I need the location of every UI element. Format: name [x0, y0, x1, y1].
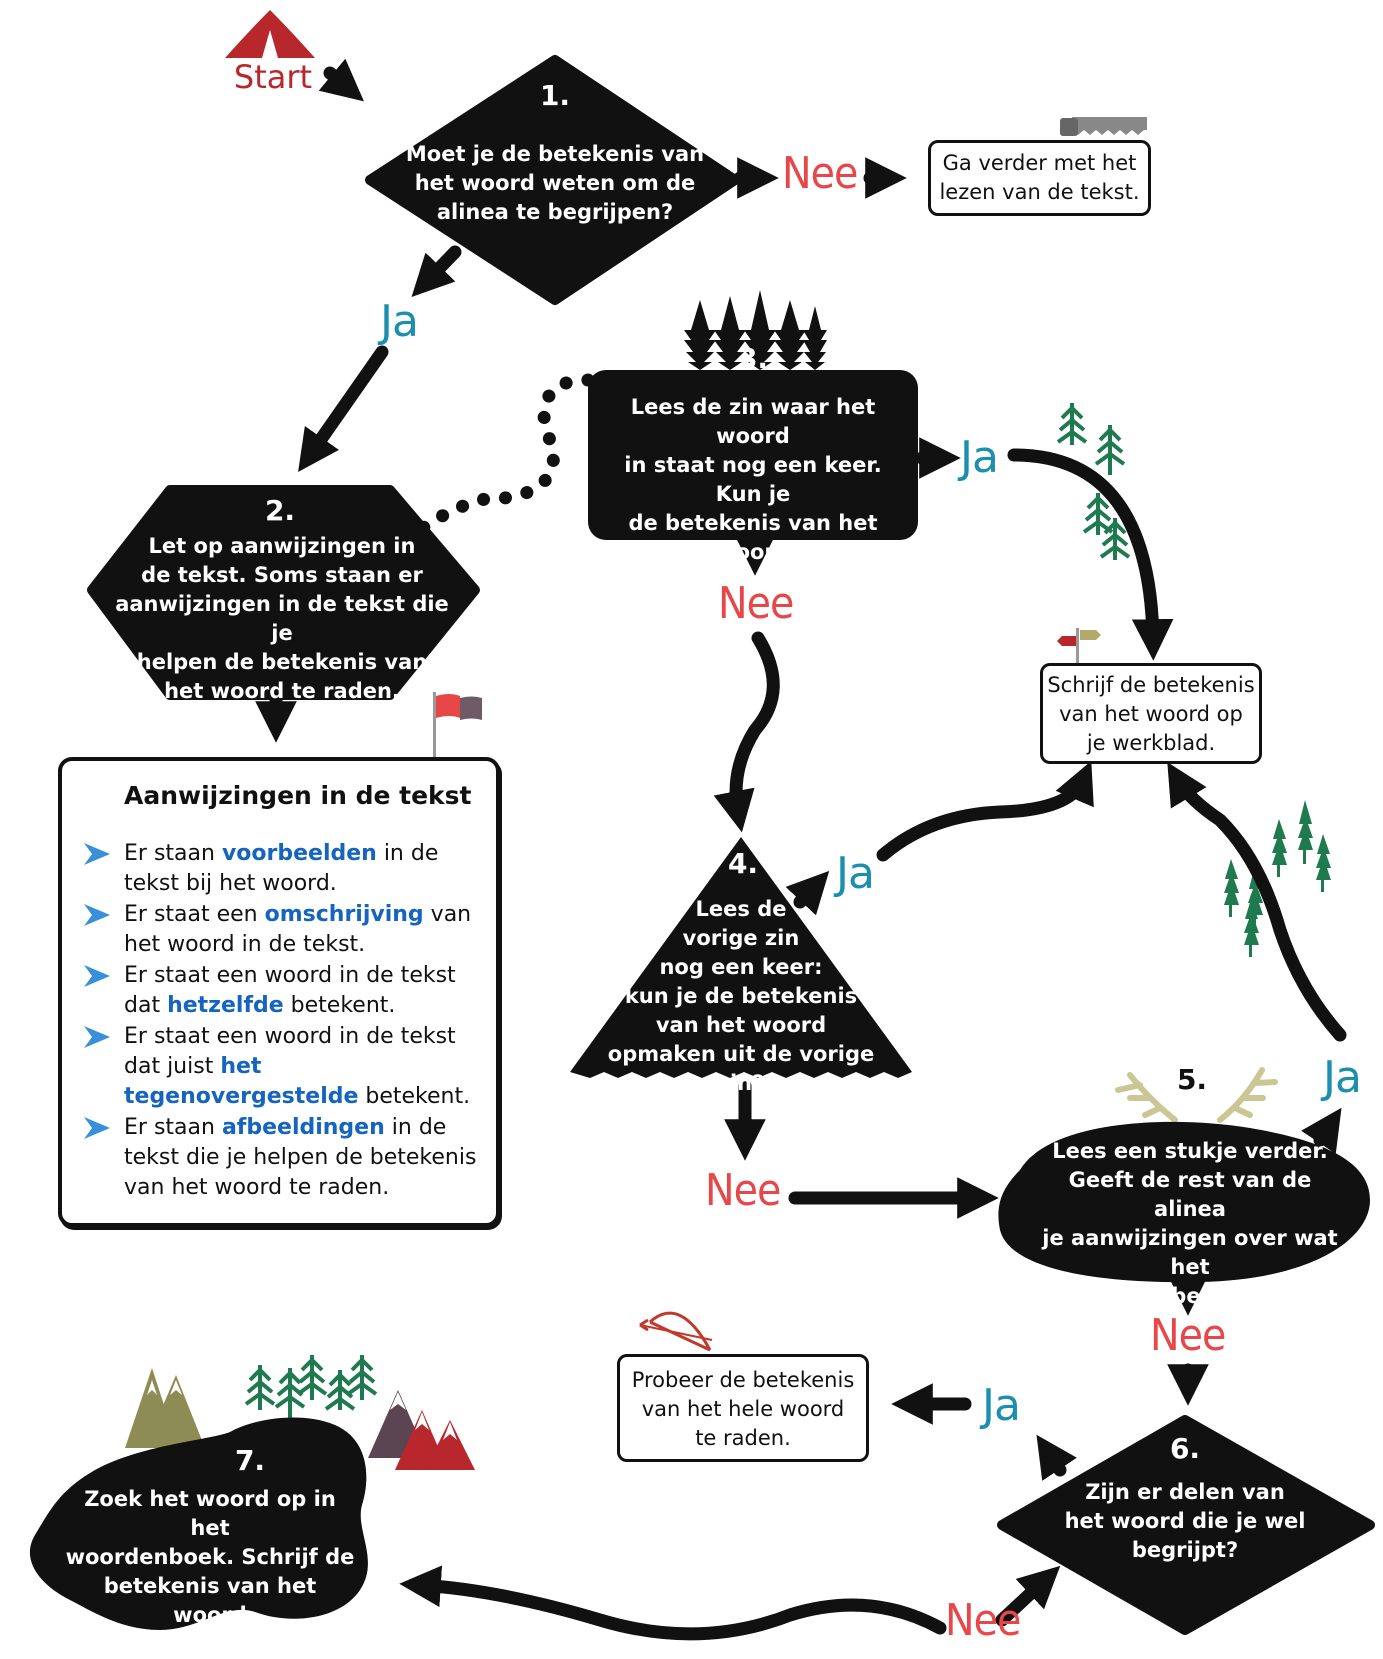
chevron-right-icon: [84, 965, 110, 987]
arrow-nee-4: [713, 631, 780, 833]
arrow-ja-write: [1007, 448, 1174, 661]
label-nee-3: Nee: [718, 578, 794, 629]
mountains-icon: [125, 1368, 475, 1470]
hint-item: Er staat een omschrijving van het woord …: [82, 900, 492, 960]
arrow-ja-2: [298, 345, 389, 473]
label-ja-5: Ja: [1323, 1052, 1362, 1103]
chevron-right-icon: [84, 1026, 110, 1048]
label-ja-3: Ja: [960, 432, 999, 483]
arrow-6-nee: [995, 1565, 1061, 1627]
tent-icon: [225, 10, 315, 58]
start-label: Start: [233, 58, 313, 96]
hint-keyword: omschrijving: [264, 902, 424, 927]
antlers-icon: [1115, 1067, 1278, 1123]
trees-icon: [244, 1355, 378, 1420]
hints-title: Aanwijzingen in de tekst: [124, 781, 472, 810]
step-2-number: 2.: [264, 494, 296, 527]
chevron-right-icon: [84, 1117, 110, 1139]
step-6-diamond: [997, 1415, 1375, 1635]
step-5-ellipse: [998, 1121, 1370, 1283]
arrow-1-ja: [411, 245, 462, 297]
hint-item: Er staat een woord in de tekst dat juist…: [82, 1022, 492, 1112]
label-nee-5: Nee: [1150, 1310, 1226, 1361]
hint-keyword: het tegenovergestelde: [124, 1054, 359, 1109]
step-5-number: 5.: [1176, 1063, 1208, 1096]
label-ja-1: Ja: [380, 296, 419, 347]
hints-panel: Aanwijzingen in de tekst Er staan voorbe…: [58, 757, 500, 1227]
step-3-box: [588, 370, 918, 540]
bow-arrow-icon: [639, 1311, 713, 1352]
hint-keyword: afbeeldingen: [221, 1115, 385, 1140]
trees-icon: [1056, 403, 1131, 560]
chevron-right-icon: [84, 843, 110, 865]
flags-icon: [433, 692, 482, 757]
step-3-number: 3.: [737, 342, 769, 375]
label-nee-6: Nee: [945, 1595, 1021, 1646]
arrow-ja-write-3: [1167, 762, 1347, 1042]
hint-item: Er staan afbeeldingen in de tekst die je…: [82, 1113, 492, 1203]
hints-list: Er staan voorbeelden in de tekst bij het…: [82, 839, 492, 1204]
step-5-text: Lees een stukje verder.Geeft de rest van…: [1042, 1139, 1338, 1308]
hint-keyword: voorbeelden: [221, 841, 377, 866]
step-7-number: 7.: [234, 1444, 266, 1477]
step-1-number: 1.: [539, 79, 571, 112]
step-1-diamond: [365, 55, 740, 305]
label-ja-4: Ja: [836, 848, 875, 899]
arrow-nee-7: [399, 1565, 947, 1641]
trees-icon: [684, 290, 827, 370]
step-4-triangle: [570, 837, 912, 1078]
label-ja-6: Ja: [982, 1380, 1021, 1431]
label-nee-4: Nee: [705, 1165, 781, 1216]
hint-item: Er staan voorbeelden in de tekst bij het…: [82, 839, 492, 899]
saw-icon: [1060, 117, 1147, 136]
arrow-6-ja: [1036, 1434, 1077, 1481]
hint-item: Er staat een woord in de tekst dat hetze…: [82, 961, 492, 1021]
step-2-hexagon: [87, 485, 480, 700]
arrow-5-ja: [1301, 1107, 1342, 1154]
label-nee-1: Nee: [782, 148, 858, 199]
hint-keyword: hetzelfde: [167, 993, 284, 1018]
arrow-4-ja: [785, 870, 830, 916]
step-4-number: 4.: [727, 847, 759, 880]
start-arrow: [318, 58, 364, 102]
chevron-right-icon: [84, 904, 110, 926]
trees-icon: [1224, 800, 1331, 957]
arrow-ja-write-2: [876, 760, 1094, 862]
step-7-blob: [29, 1417, 368, 1630]
signpost-icon: [1057, 628, 1101, 663]
dotted-connector: [413, 373, 595, 537]
step-6-number: 6.: [1169, 1432, 1201, 1465]
